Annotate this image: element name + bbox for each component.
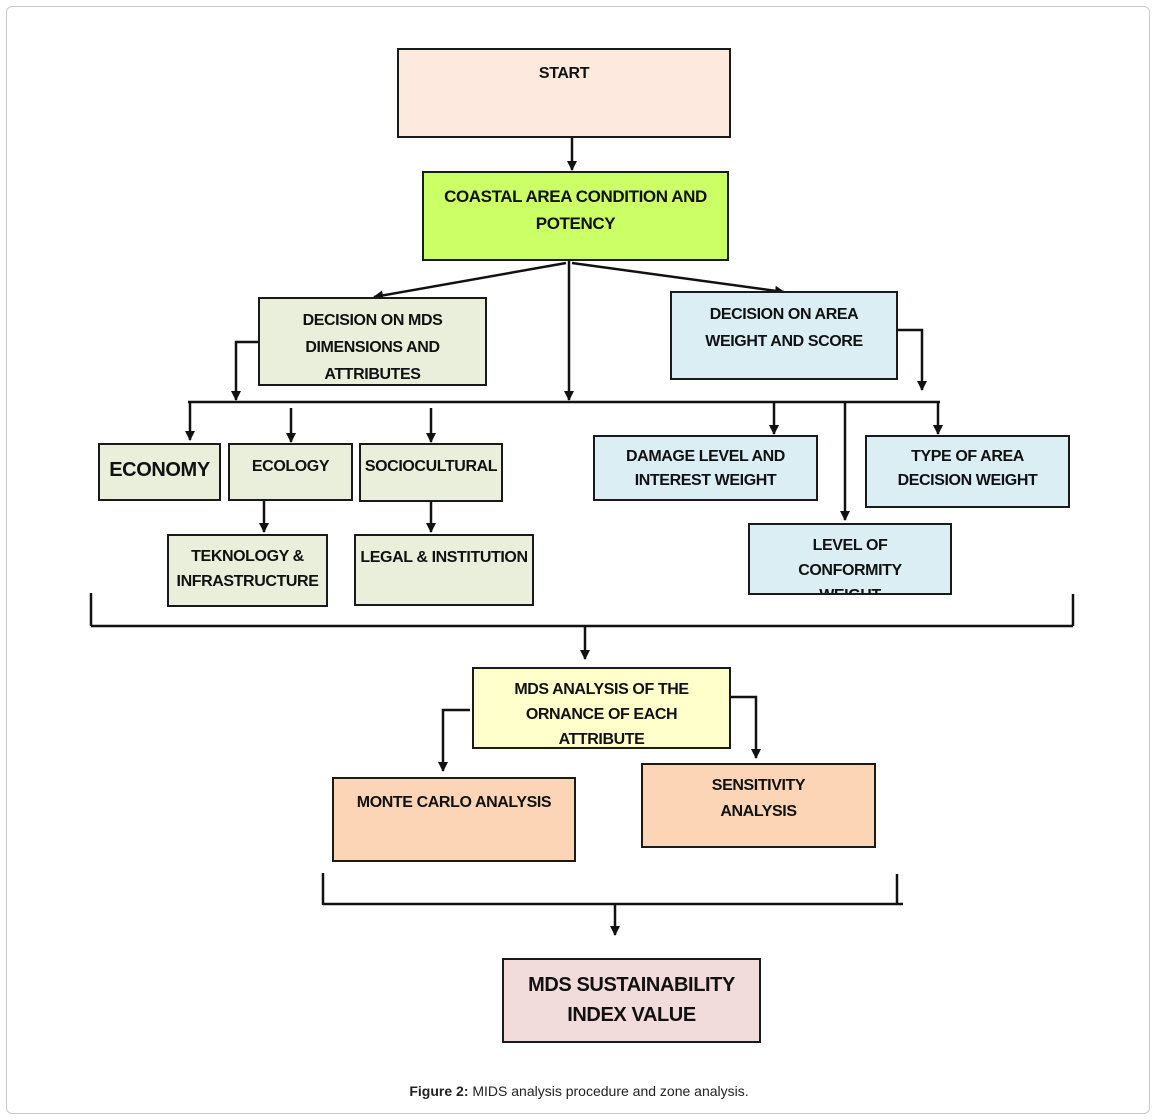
node-mds-analysis-label: MDS ANALYSIS OF THE ORNANCE OF EACH ATTR… bbox=[514, 681, 689, 748]
node-start-label: START bbox=[538, 65, 590, 82]
arrow-mds-sensitivity bbox=[731, 695, 761, 759]
node-conformity-label: LEVEL OF CONFORMITY WEIGHT bbox=[798, 537, 902, 593]
node-decision-mds-label: DECISION ON MDS DIMENSIONS AND ATTRIBUTE… bbox=[302, 312, 443, 383]
node-coastal-area: COASTAL AREA CONDITION AND POTENCY bbox=[422, 171, 729, 261]
arrow-decision-area-bus bbox=[897, 328, 927, 391]
figure-caption: Figure 2: MIDS analysis procedure and zo… bbox=[0, 1083, 1158, 1099]
node-sociocultural-label: SOCIOCULTURAL bbox=[364, 458, 498, 475]
node-sensitivity-label: SENSITIVITY ANALYSIS bbox=[711, 777, 806, 820]
node-decision-mds: DECISION ON MDS DIMENSIONS AND ATTRIBUTE… bbox=[258, 297, 487, 386]
node-ecology-label: ECOLOGY bbox=[251, 458, 330, 475]
arrow-decision-mds-bus bbox=[231, 340, 260, 401]
node-index-value-label: MDS SUSTAINABILITY INDEX VALUE bbox=[528, 974, 735, 1026]
node-monte-carlo: MONTE CARLO ANALYSIS bbox=[332, 777, 576, 862]
node-teknology: TEKNOLOGY & INFRASTRUCTURE bbox=[167, 534, 328, 607]
arrow-coastal-decision-area bbox=[571, 261, 785, 296]
node-index-value: MDS SUSTAINABILITY INDEX VALUE bbox=[502, 958, 761, 1043]
node-decision-area-label: DECISION ON AREA WEIGHT AND SCORE bbox=[705, 306, 863, 350]
node-type-area: TYPE OF AREA DECISION WEIGHT bbox=[865, 435, 1070, 508]
node-sensitivity: SENSITIVITY ANALYSIS bbox=[641, 763, 876, 848]
node-monte-carlo-label: MONTE CARLO ANALYSIS bbox=[356, 794, 552, 811]
node-economy-label: ECONOMY bbox=[109, 459, 210, 481]
arrow-mds-monte-carlo bbox=[438, 708, 470, 772]
node-start: START bbox=[397, 48, 731, 138]
node-damage-level: DAMAGE LEVEL AND INTEREST WEIGHT bbox=[593, 435, 818, 501]
node-legal: LEGAL & INSTITUTION bbox=[354, 534, 534, 606]
node-decision-area: DECISION ON AREA WEIGHT AND SCORE bbox=[670, 291, 898, 380]
node-coastal-area-label: COASTAL AREA CONDITION AND POTENCY bbox=[444, 187, 707, 233]
node-damage-level-label: DAMAGE LEVEL AND INTEREST WEIGHT bbox=[626, 448, 785, 489]
node-mds-analysis: MDS ANALYSIS OF THE ORNANCE OF EACH ATTR… bbox=[472, 667, 731, 749]
arrow-coastal-decision-mds bbox=[373, 261, 567, 301]
caption-text: MIDS analysis procedure and zone analysi… bbox=[468, 1083, 749, 1099]
node-sociocultural: SOCIOCULTURAL bbox=[359, 443, 503, 502]
figure-frame bbox=[6, 6, 1150, 1114]
node-legal-label: LEGAL & INSTITUTION bbox=[360, 549, 528, 566]
node-ecology: ECOLOGY bbox=[228, 443, 353, 501]
caption-label: Figure 2: bbox=[409, 1083, 469, 1099]
node-economy: ECONOMY bbox=[98, 443, 221, 501]
node-type-area-label: TYPE OF AREA DECISION WEIGHT bbox=[897, 448, 1038, 489]
node-conformity: LEVEL OF CONFORMITY WEIGHT bbox=[748, 523, 952, 595]
node-teknology-label: TEKNOLOGY & INFRASTRUCTURE bbox=[176, 548, 319, 590]
